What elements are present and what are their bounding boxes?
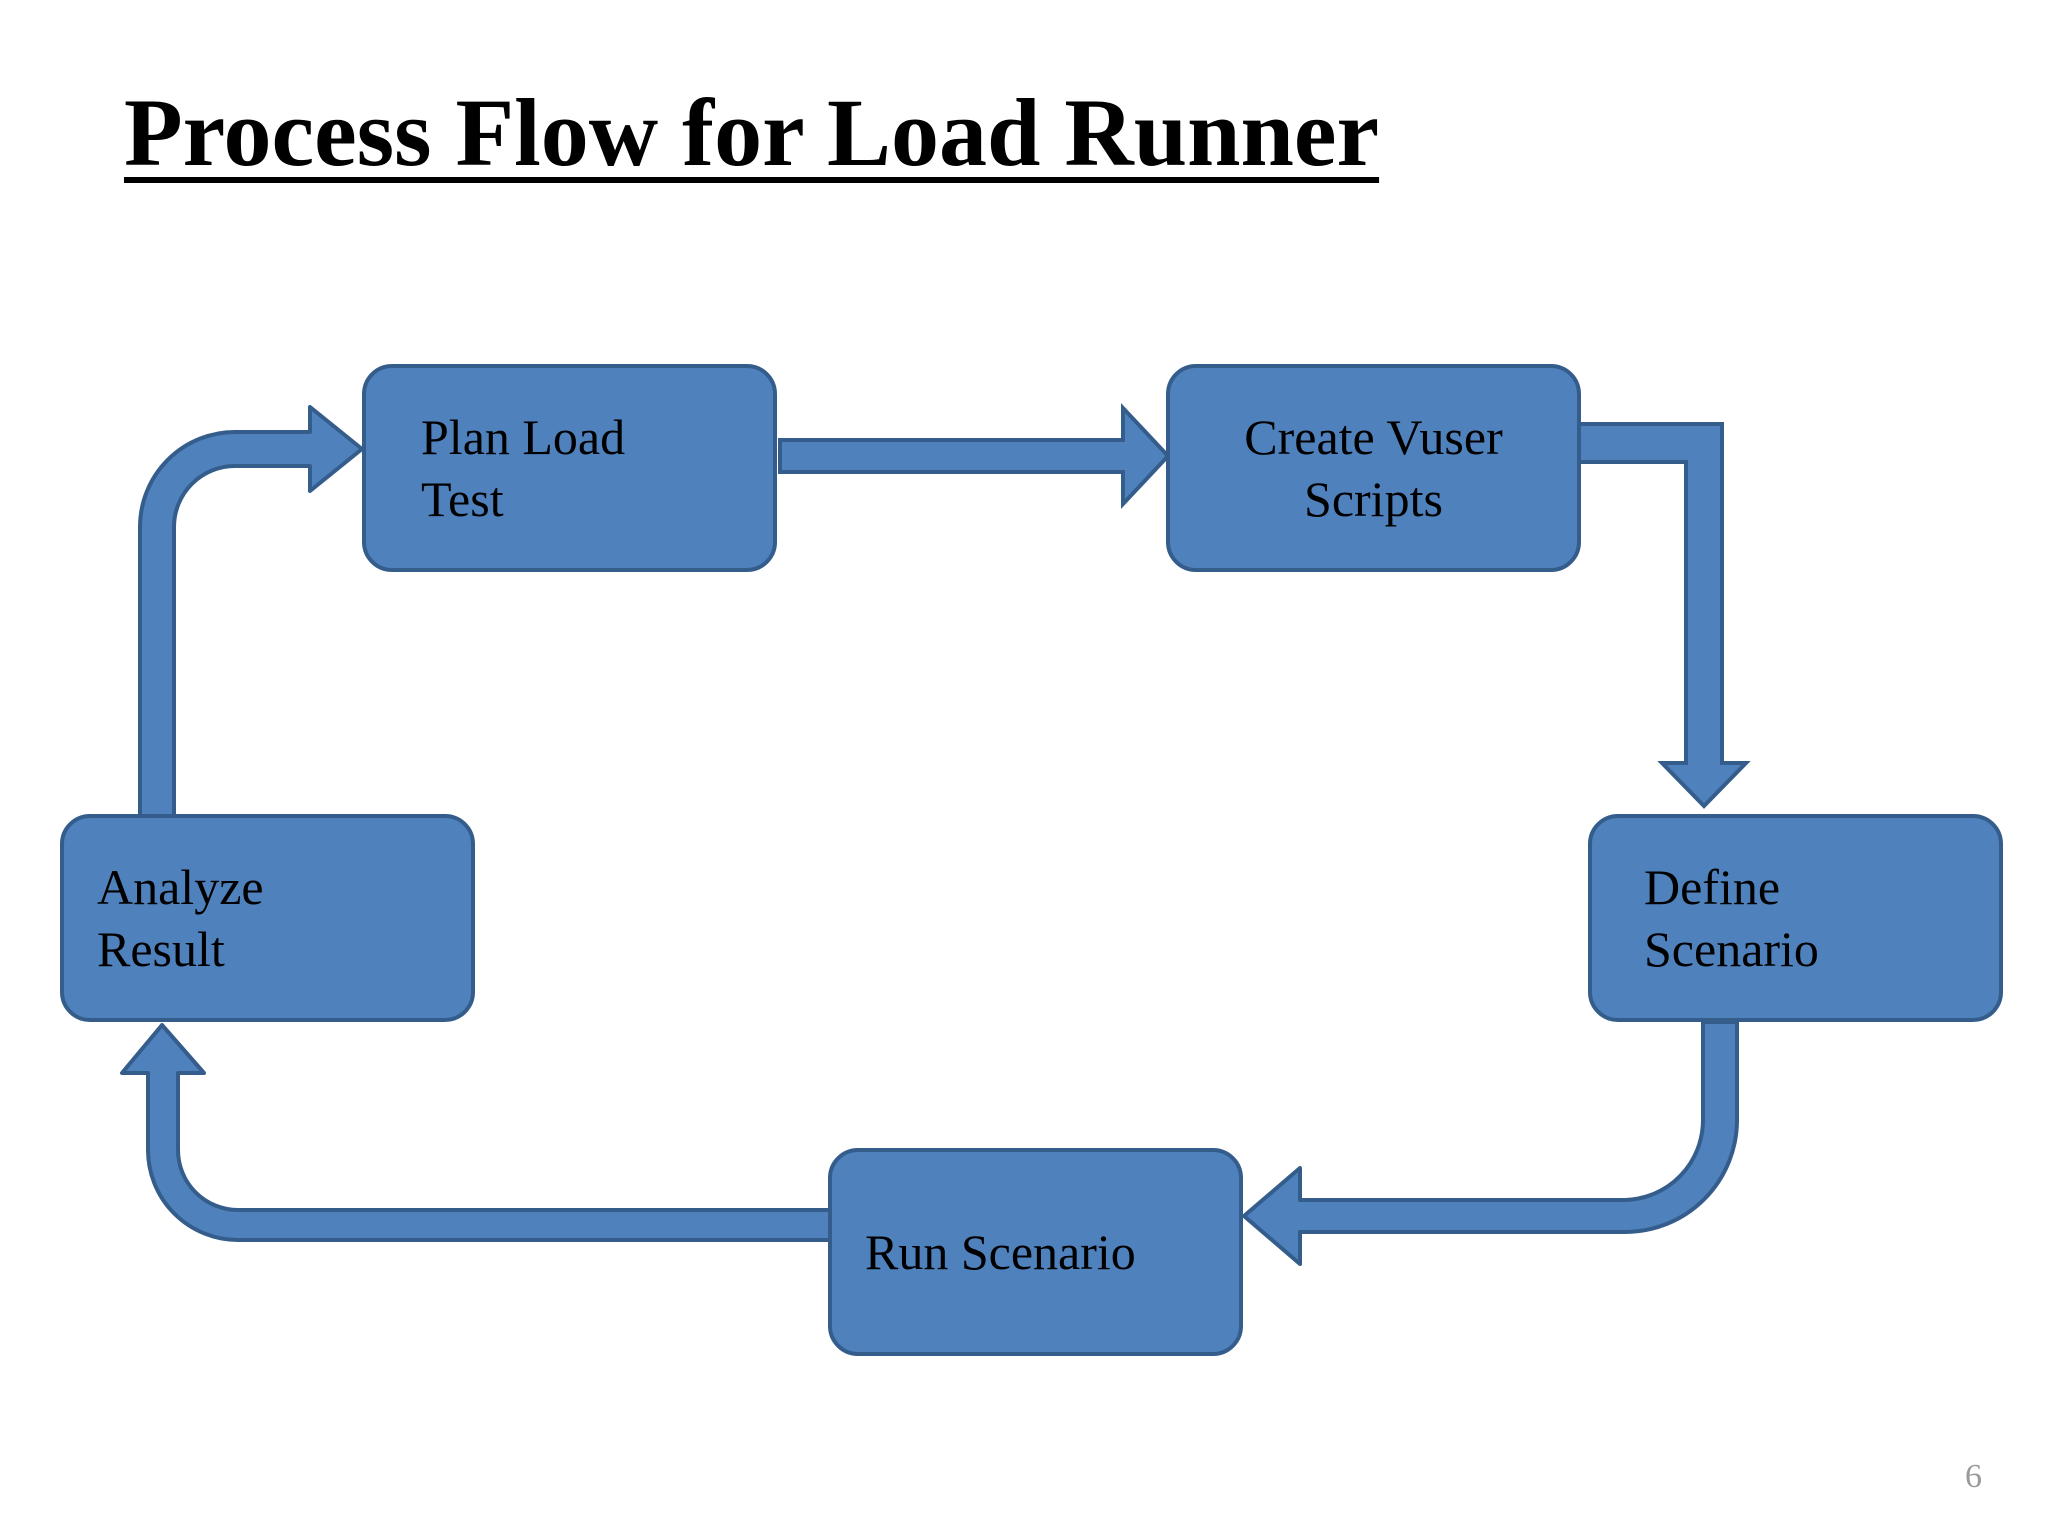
step-label-define: Define Scenario bbox=[1644, 859, 1819, 977]
arrow-analyze-to-plan bbox=[138, 405, 364, 818]
step-label-plan: Plan Load Test bbox=[421, 409, 626, 527]
step-define-scenario: Define Scenario bbox=[1588, 814, 2003, 1022]
arrow-create-to-define bbox=[1576, 422, 1751, 809]
step-analyze-result: Analyze Result bbox=[60, 814, 475, 1022]
arrow-define-to-run bbox=[1242, 1020, 1739, 1266]
step-plan-load-test: Plan Load Test bbox=[362, 364, 777, 572]
arrow-plan-to-create bbox=[778, 402, 1171, 510]
arrow-run-to-analyze bbox=[120, 1023, 832, 1242]
step-label-run: Run Scenario bbox=[865, 1224, 1136, 1280]
step-label-create: Create Vuser Scripts bbox=[1244, 409, 1503, 527]
page-number: 6 bbox=[1965, 1458, 1982, 1495]
slide-title: Process Flow for Load Runner bbox=[124, 79, 1380, 186]
step-label-analyze: Analyze Result bbox=[97, 859, 264, 977]
step-create-vuser-scripts: Create Vuser Scripts bbox=[1166, 364, 1581, 572]
step-run-scenario: Run Scenario bbox=[828, 1148, 1243, 1356]
